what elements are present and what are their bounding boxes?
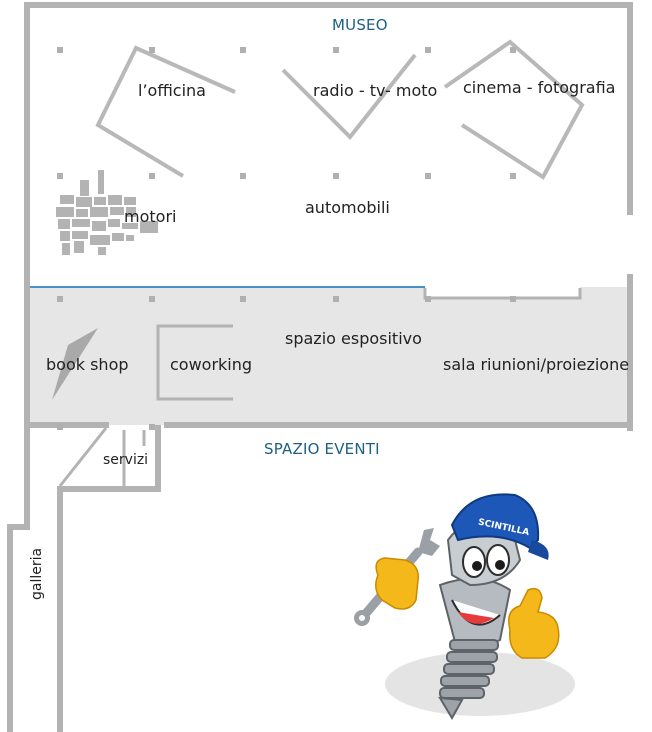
exhibit-panels	[95, 39, 585, 180]
room-label-servizi: servizi	[103, 452, 149, 468]
servizi-walls	[58, 427, 146, 487]
room-label-officina: l’officina	[138, 81, 206, 100]
room-label-book-shop: book shop	[46, 355, 129, 374]
book-shop-display	[52, 328, 98, 400]
room-label-galleria: galleria	[29, 547, 45, 600]
building-walls	[7, 2, 633, 732]
room-label-motori: motori	[124, 207, 177, 226]
motori-engine-blocks	[56, 170, 158, 255]
room-label-coworking: coworking	[170, 355, 253, 374]
sala-riunioni-partition	[423, 288, 582, 300]
room-label-spazio-espositivo: spazio espositivo	[285, 329, 422, 348]
pillar-grid	[57, 47, 516, 430]
coworking-partition	[156, 324, 233, 401]
museo-title: MUSEO	[332, 16, 388, 34]
spark-plug-mascot-icon: SCINTILLA	[354, 493, 575, 720]
room-label-sala-riunioni: sala riunioni/proiezione	[443, 355, 630, 374]
spazio-eventi-title: SPAZIO EVENTI	[264, 440, 380, 458]
room-label-automobili: automobili	[305, 198, 390, 217]
spazio-eventi-floor	[28, 287, 630, 425]
room-label-radio-tv-moto: radio - tv- moto	[313, 81, 438, 100]
room-label-cinema-fotografia: cinema - fotografia	[463, 78, 616, 97]
